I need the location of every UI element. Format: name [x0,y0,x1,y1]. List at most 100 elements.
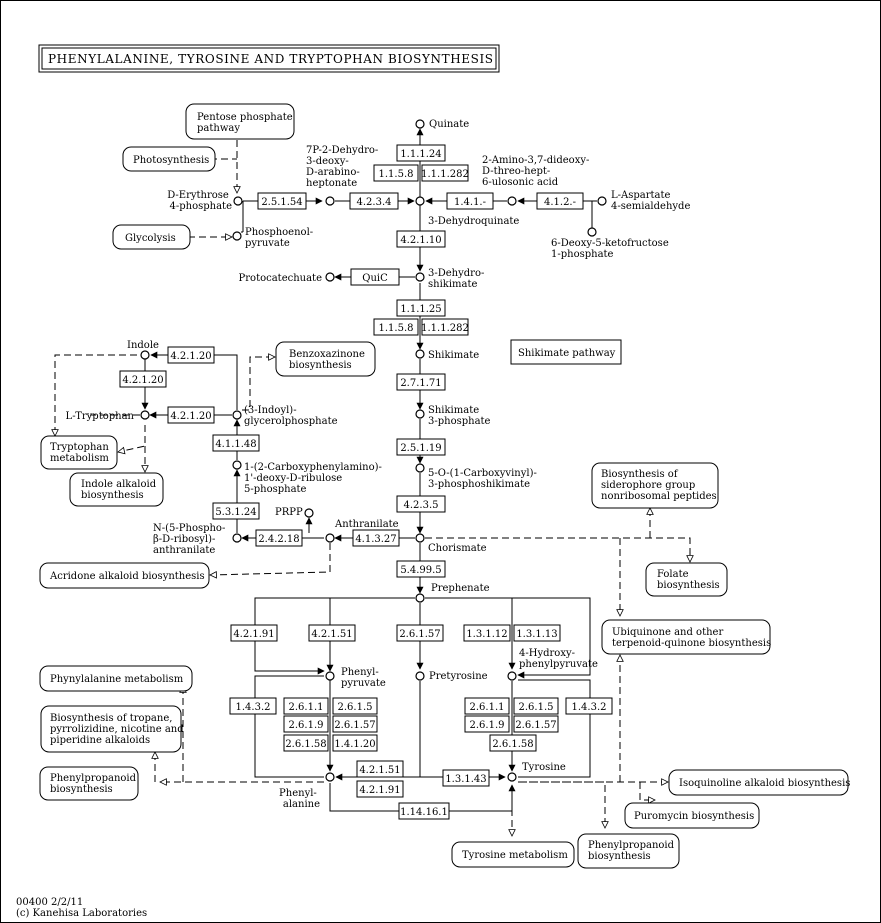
svg-text:4.2.1.20: 4.2.1.20 [122,375,163,386]
enzyme-box[interactable]: 2.4.2.18 [255,529,303,547]
enzyme-box[interactable]: 1.3.1.12 [463,624,511,642]
enzyme-box[interactable]: 2.7.1.71 [396,373,446,391]
enzyme-box[interactable]: 4.1.2.- [536,192,584,210]
map-id: 00400 2/2/11 [16,897,83,908]
svg-text:Tyrosine metabolism: Tyrosine metabolism [462,850,568,861]
enzyme-box[interactable]: 1.1.1.24 [396,144,446,162]
protocatechuate-node[interactable] [325,272,335,282]
enzyme-box[interactable]: 2.5.1.19 [396,438,446,456]
enzyme-box[interactable]: 2.6.1.9 [464,715,510,733]
map-box-photosynthesis[interactable]: Photosynthesis [122,146,216,172]
enzyme-box[interactable]: 5.3.1.24 [212,502,260,520]
enzyme-box[interactable]: 1.4.3.2 [229,697,277,715]
enzyme-box[interactable]: 4.1.3.27 [352,529,400,547]
map-box-phe-metabolism[interactable]: Phynylalanine metabolism [39,665,193,692]
tyrosine-node[interactable] [507,772,517,782]
enzyme-box[interactable]: 1.1.1.282 [421,318,469,336]
enzyme-box[interactable]: 4.2.1.20 [167,406,215,424]
enzyme-box[interactable]: 2.6.1.5 [332,697,378,715]
enzyme-box[interactable]: 1.4.3.2 [565,697,613,715]
enzyme-box[interactable]: 2.6.1.58 [283,734,329,752]
enzyme-box[interactable]: 4.2.1.51 [308,624,356,642]
enzyme-box[interactable]: 1.14.16.1 [398,802,450,820]
enzyme-box[interactable]: 4.2.1.20 [167,346,215,364]
enzyme-box[interactable]: 1.1.1.282 [421,164,469,182]
enzyme-box[interactable]: 4.1.1.48 [212,434,260,452]
enzyme-box[interactable]: 2.6.1.58 [489,734,537,752]
enzyme-box[interactable]: 2.6.1.57 [332,715,378,733]
enzyme-box[interactable]: 2.5.1.54 [257,192,307,210]
phenylalanine-node[interactable] [325,772,335,782]
aspartate-sa-node[interactable] [597,196,607,206]
tryptophan-node[interactable] [140,410,150,420]
svg-text:1.3.1.43: 1.3.1.43 [445,774,486,785]
enzyme-box[interactable]: 4.2.1.91 [356,780,404,798]
hydroxyphenylpyruvate-node[interactable] [507,671,517,681]
enzyme-box[interactable]: 4.2.1.10 [396,230,446,248]
dehydroquinate-node[interactable] [415,196,425,206]
cdrp-node[interactable] [232,460,242,470]
svg-text:2.6.1.57: 2.6.1.57 [334,720,375,731]
dehydroshikimate-node[interactable] [415,272,425,282]
enzyme-box[interactable]: 4.2.1.91 [230,624,278,642]
enzyme-box[interactable]: 1.4.1.20 [332,734,378,752]
enzyme-box[interactable]: QuiC [350,268,400,286]
map-box-tyr-metabolism[interactable]: Tyrosine metabolism [451,841,575,868]
pep-node[interactable] [232,231,242,241]
enzyme-box[interactable]: 2.6.1.1 [464,697,510,715]
enzyme-box[interactable]: 1.4.1.- [446,192,494,210]
enzyme-box[interactable]: 1.3.1.43 [442,769,490,787]
enzyme-box[interactable]: 2.6.1.57 [396,624,444,642]
svg-text:4.2.1.51: 4.2.1.51 [359,765,400,776]
svg-text:4.2.1.10: 4.2.1.10 [400,235,441,246]
dehydroquinate-label: 3-Dehydroquinate [428,216,519,227]
phenylpyruvate-node[interactable] [325,671,335,681]
epsp-node[interactable] [415,463,425,473]
amino-dideoxy-node[interactable] [507,196,517,206]
enzyme-box[interactable]: 1.1.5.8 [373,318,419,336]
indole-node[interactable] [140,350,150,360]
prephenate-node[interactable] [415,593,425,603]
prpp-node[interactable] [304,508,314,518]
quinate-node[interactable] [415,119,425,129]
enzyme-box[interactable]: 2.6.1.57 [513,715,559,733]
enzyme-box[interactable]: 2.6.1.1 [283,697,329,715]
pra-node[interactable] [232,533,242,543]
map-box-acridone[interactable]: Acridone alkaloid biosynthesis [39,562,210,589]
map-box-glycolysis[interactable]: Glycolysis [112,224,191,250]
enzyme-box[interactable]: 4.2.1.20 [119,370,167,388]
enzyme-box[interactable]: 1.3.1.13 [513,624,561,642]
enzyme-box[interactable]: 4.2.3.5 [396,495,446,513]
enzyme-box[interactable]: 2.6.1.9 [283,715,329,733]
enzyme-box[interactable]: 1.1.1.25 [396,299,446,317]
map-box-tropane[interactable]: Biosynthesis of tropane,pyrrolizidine, n… [40,705,184,753]
anthranilate-node[interactable] [325,533,335,543]
enzyme-box[interactable]: 2.6.1.5 [513,697,559,715]
enzyme-box[interactable]: 5.4.99.5 [396,560,446,578]
enzyme-box[interactable]: 4.2.1.51 [356,760,404,778]
enzyme-box[interactable]: 4.2.3.4 [349,192,399,210]
map-box-shikimate-pathway[interactable]: Shikimate pathway [510,339,622,365]
map-box-puromycin[interactable]: Puromycin biosynthesis [624,802,760,829]
shikimate3p-node[interactable] [415,409,425,419]
enzyme-box[interactable]: 1.1.5.8 [373,164,419,182]
dahp-node[interactable] [325,196,335,206]
pretyrosine-node[interactable] [415,671,425,681]
erythrose-node[interactable] [233,196,243,206]
indolylglycerol-node[interactable] [232,410,242,420]
map-box-isoquinoline[interactable]: Isoquinoline alkaloid biosynthesis [668,769,850,796]
chorismate-node[interactable] [415,533,425,543]
shikimate-node[interactable] [415,349,425,359]
deoxyketofructose-node[interactable] [587,227,597,237]
